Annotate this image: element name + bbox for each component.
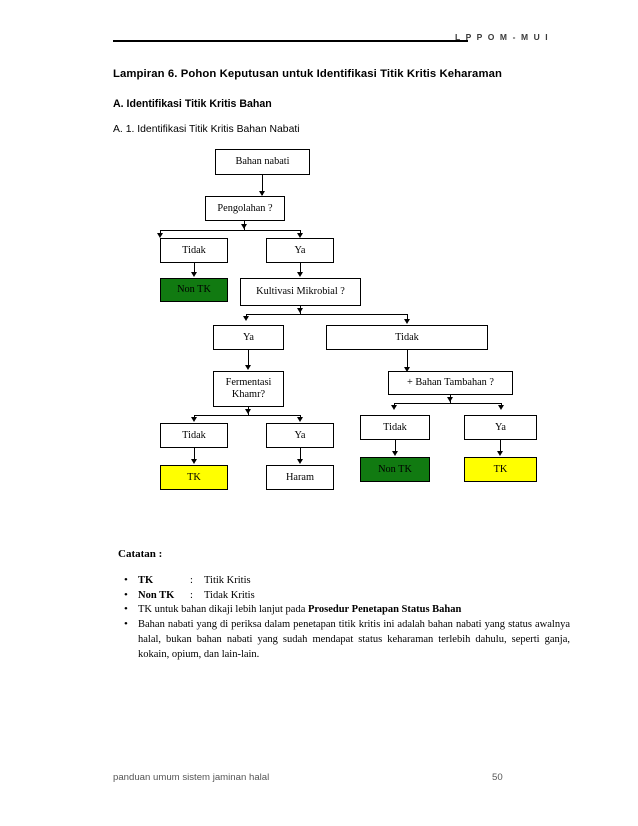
- decision-tree-flowchart: Bahan nabati Pengolahan ? Tidak Ya Non T…: [157, 149, 537, 490]
- note-term-tk: TK: [138, 575, 154, 586]
- node-tambahan-tidak: Tidak: [360, 415, 430, 440]
- note-value-non-tk: Tidak Kritis: [204, 589, 255, 601]
- arrowhead: [243, 316, 249, 321]
- arrowhead: [498, 405, 504, 410]
- note-prosedur-bold: Prosedur Penetapan Status Bahan: [308, 604, 462, 616]
- note-term-non-tk: Non TK: [138, 589, 175, 601]
- note-item-non-tk: Non TK:Tidak Kritis: [118, 588, 570, 603]
- arrowhead: [297, 272, 303, 277]
- connector: [300, 448, 301, 462]
- arrowhead: [157, 233, 163, 238]
- node-haram: Haram: [266, 465, 334, 490]
- node-fermentasi-khamr: Fermentasi Khamr?: [213, 371, 284, 407]
- node-non-tk-1: Non TK: [160, 278, 228, 302]
- arrowhead: [447, 397, 453, 402]
- arrowhead: [245, 365, 251, 370]
- arrowhead: [297, 459, 303, 464]
- page-title: Lampiran 6. Pohon Keputusan untuk Identi…: [113, 68, 502, 80]
- node-fermentasi-ya: Ya: [266, 423, 334, 448]
- footer-text: panduan umum sistem jaminan halal: [113, 772, 270, 783]
- arrowhead: [191, 272, 197, 277]
- connector: [160, 230, 161, 235]
- arrowhead: [259, 191, 265, 196]
- node-tambahan-ya: Ya: [464, 415, 537, 440]
- arrowhead: [297, 233, 303, 238]
- node-pengolahan-tidak: Tidak: [160, 238, 228, 263]
- connector: [160, 230, 300, 231]
- node-bahan-tambahan: + Bahan Tambahan ?: [388, 371, 513, 395]
- node-kultivasi-mikrobial: Kultivasi Mikrobial ?: [240, 278, 361, 306]
- node-kultivasi-ya: Ya: [213, 325, 284, 350]
- connector: [194, 415, 300, 416]
- arrowhead: [404, 319, 410, 324]
- connector: [262, 175, 263, 195]
- note-item-tk: TK:Titik Kritis: [118, 573, 570, 588]
- section-heading: A. Identifikasi Titik Kritis Bahan: [113, 98, 272, 110]
- connector: [395, 440, 396, 454]
- notes-title: Catatan :: [118, 548, 163, 560]
- arrowhead: [191, 459, 197, 464]
- node-fermentasi-tidak: Tidak: [160, 423, 228, 448]
- connector: [407, 314, 408, 320]
- node-tk-1: TK: [160, 465, 228, 490]
- header-rule: [113, 40, 468, 42]
- arrowhead: [404, 367, 410, 372]
- arrowhead: [297, 417, 303, 422]
- connector: [246, 314, 407, 315]
- connector: [407, 350, 408, 370]
- node-bahan-nabati: Bahan nabati: [215, 149, 310, 175]
- node-tk-2: TK: [464, 457, 537, 482]
- node-pengolahan: Pengolahan ?: [205, 196, 285, 221]
- connector: [194, 263, 195, 275]
- note-prosedur-text: TK untuk bahan dikaji lebih lanjut pada: [138, 604, 308, 616]
- connector: [194, 448, 195, 462]
- footer-page-number: 50: [492, 772, 503, 783]
- arrowhead: [392, 451, 398, 456]
- arrowhead: [245, 409, 251, 414]
- arrowhead: [391, 405, 397, 410]
- connector: [394, 403, 501, 404]
- arrowhead: [191, 417, 197, 422]
- connector: [300, 230, 301, 235]
- arrowhead: [297, 308, 303, 313]
- note-item-prosedur: TK untuk bahan dikaji lebih lanjut pada …: [118, 602, 570, 617]
- node-pengolahan-ya: Ya: [266, 238, 334, 263]
- arrowhead: [241, 224, 247, 229]
- header-brand: L P P O M - M U I: [455, 32, 550, 42]
- subsection-heading: A. 1. Identifikasi Titik Kritis Bahan Na…: [113, 124, 300, 135]
- arrowhead: [497, 451, 503, 456]
- connector: [500, 440, 501, 454]
- node-non-tk-2: Non TK: [360, 457, 430, 482]
- connector: [300, 263, 301, 275]
- connector: [248, 350, 249, 368]
- note-value-tk: Titik Kritis: [204, 575, 251, 586]
- note-item-paragraph: Bahan nabati yang di periksa dalam penet…: [118, 617, 570, 663]
- notes-block: Catatan : TK:Titik Kritis Non TK:Tidak K…: [118, 548, 570, 664]
- node-kultivasi-tidak: Tidak: [326, 325, 488, 350]
